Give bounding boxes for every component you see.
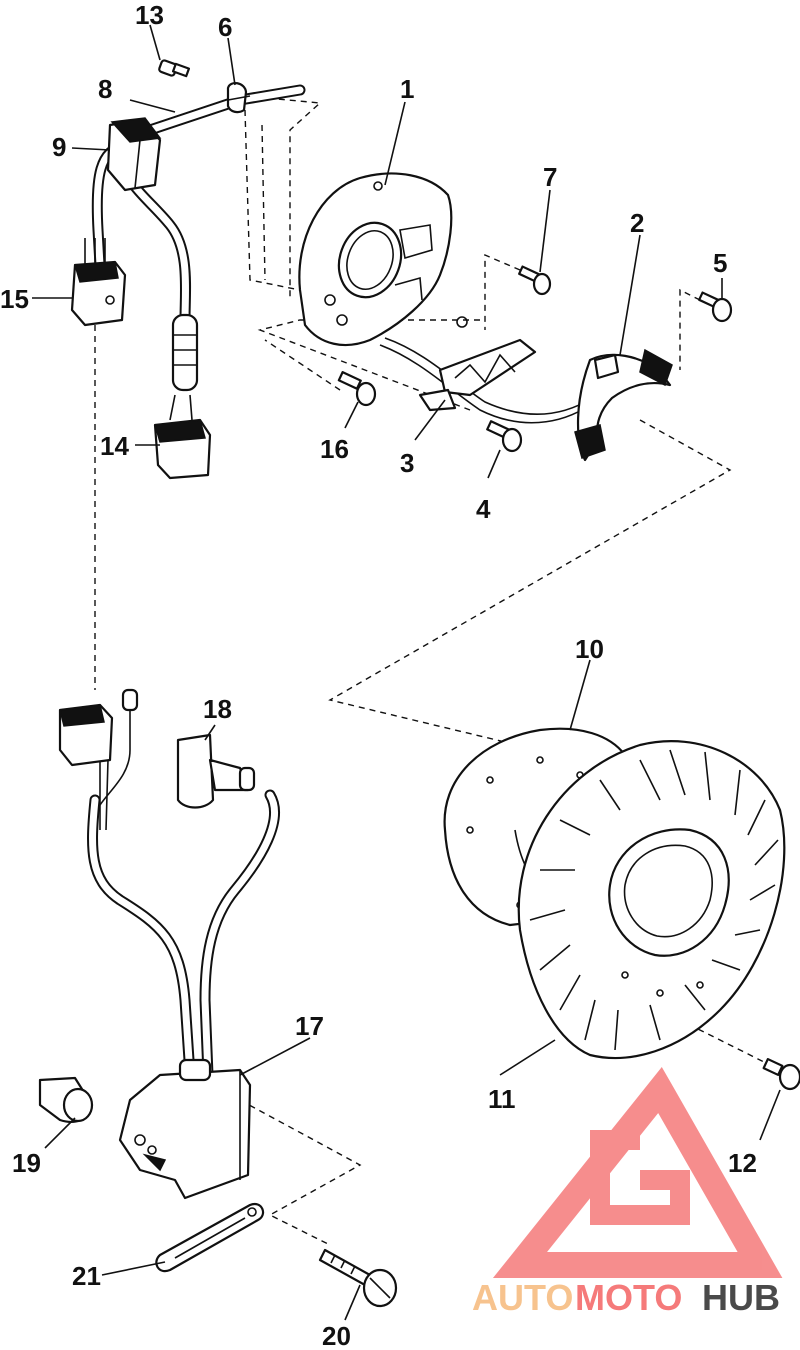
callout-7: 7 bbox=[543, 162, 557, 192]
callout-2: 2 bbox=[630, 208, 644, 238]
callout-16: 16 bbox=[320, 434, 349, 464]
stator-plate bbox=[298, 172, 453, 347]
callout-18: 18 bbox=[203, 694, 232, 724]
small-bolt bbox=[158, 59, 191, 78]
screw-7 bbox=[518, 265, 552, 296]
callout-11: 11 bbox=[488, 1084, 516, 1114]
callout-10: 10 bbox=[575, 634, 604, 664]
callout-14: 14 bbox=[100, 431, 129, 461]
watermark-auto: AUTO bbox=[472, 1277, 573, 1318]
callout-17: 17 bbox=[295, 1011, 324, 1041]
cooling-fan bbox=[517, 740, 786, 1060]
callout-21: 21 bbox=[72, 1261, 101, 1291]
ignition-coil bbox=[118, 1058, 252, 1200]
watermark-moto: MOTO bbox=[575, 1277, 682, 1318]
callout-19: 19 bbox=[12, 1148, 41, 1178]
spark-plug-cap bbox=[176, 733, 256, 809]
wire-clamp bbox=[226, 82, 251, 114]
callout-15: 15 bbox=[0, 284, 29, 314]
lower-harness bbox=[87, 705, 280, 1081]
callout-20: 20 bbox=[322, 1321, 351, 1350]
bolt-long bbox=[318, 1248, 398, 1308]
automotohub-logo-icon bbox=[492, 1066, 783, 1278]
callout-12: 12 bbox=[728, 1148, 757, 1178]
coil-connector bbox=[153, 313, 212, 480]
callout-13: 13 bbox=[135, 0, 164, 30]
screw-4 bbox=[486, 420, 523, 453]
flywheel-bolt bbox=[762, 1057, 800, 1091]
callout-9: 9 bbox=[52, 132, 66, 162]
callout-4: 4 bbox=[476, 494, 491, 524]
watermark-hub: HUB bbox=[702, 1277, 780, 1318]
pulser-coil bbox=[418, 316, 537, 412]
screw-16 bbox=[337, 371, 377, 407]
callout-labels: 1 2 3 4 5 6 7 8 9 10 11 12 13 14 15 16 1… bbox=[0, 0, 757, 1350]
callout-3: 3 bbox=[400, 448, 414, 478]
callout-5: 5 bbox=[713, 248, 727, 278]
ground-strap bbox=[155, 1202, 265, 1273]
grommet-block bbox=[106, 117, 162, 192]
screw-5 bbox=[698, 291, 733, 323]
leader-lines bbox=[32, 24, 781, 1321]
automotohub-watermark: AUTO MOTO HUB bbox=[472, 1066, 783, 1318]
callout-8: 8 bbox=[98, 74, 112, 104]
charge-coil-bracket bbox=[574, 348, 673, 462]
connector-lower bbox=[58, 688, 139, 767]
rubber-cap bbox=[38, 1076, 94, 1123]
connector-upper bbox=[70, 238, 127, 327]
callout-6: 6 bbox=[218, 12, 232, 42]
callout-1: 1 bbox=[400, 74, 414, 104]
